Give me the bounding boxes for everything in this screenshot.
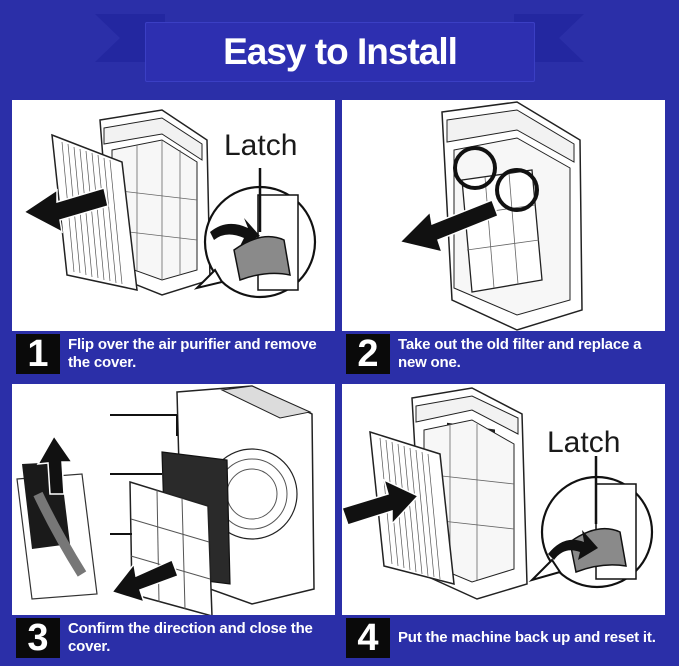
step-3-illustration <box>16 385 315 616</box>
latch-label-4: Latch <box>547 426 620 459</box>
step-caption-4: 4 Put the machine back up and reset it. <box>342 615 665 660</box>
step-panel-1: Latch 1 Flip over the air purifier and r… <box>12 100 335 376</box>
step-panel-4: Latch 4 Put the machine back up and rese… <box>342 384 665 660</box>
step-caption-1: 1 Flip over the air purifier and remove … <box>12 331 335 376</box>
step-caption-3: 3 Confirm the direction and close the co… <box>12 615 335 660</box>
step-panel-2: 2 Take out the old filter and replace a … <box>342 100 665 376</box>
page-title: Easy to Install <box>223 31 458 72</box>
step-text-2: Take out the old filter and replace a ne… <box>398 335 642 371</box>
step-caption-2: 2 Take out the old filter and replace a … <box>342 331 665 376</box>
step-text-1: Flip over the air purifier and remove th… <box>68 335 317 371</box>
step-text-4: Put the machine back up and reset it. <box>398 628 656 646</box>
step-text-3: Confirm the direction and close the cove… <box>68 619 313 655</box>
latch-label-1: Latch <box>224 129 297 162</box>
step-number-3: 3 <box>16 617 60 658</box>
step-number-4: 4 <box>346 617 390 658</box>
step-number-2: 2 <box>346 333 390 374</box>
header-banner: Easy to Install <box>0 0 679 92</box>
banner: Easy to Install <box>145 22 535 82</box>
step-2-illustration <box>398 101 583 331</box>
step-panel-3: 3 Confirm the direction and close the co… <box>12 384 335 660</box>
step-1-illustration: Latch <box>22 109 317 299</box>
step-number-1: 1 <box>16 333 60 374</box>
step-4-illustration: Latch <box>342 387 654 600</box>
